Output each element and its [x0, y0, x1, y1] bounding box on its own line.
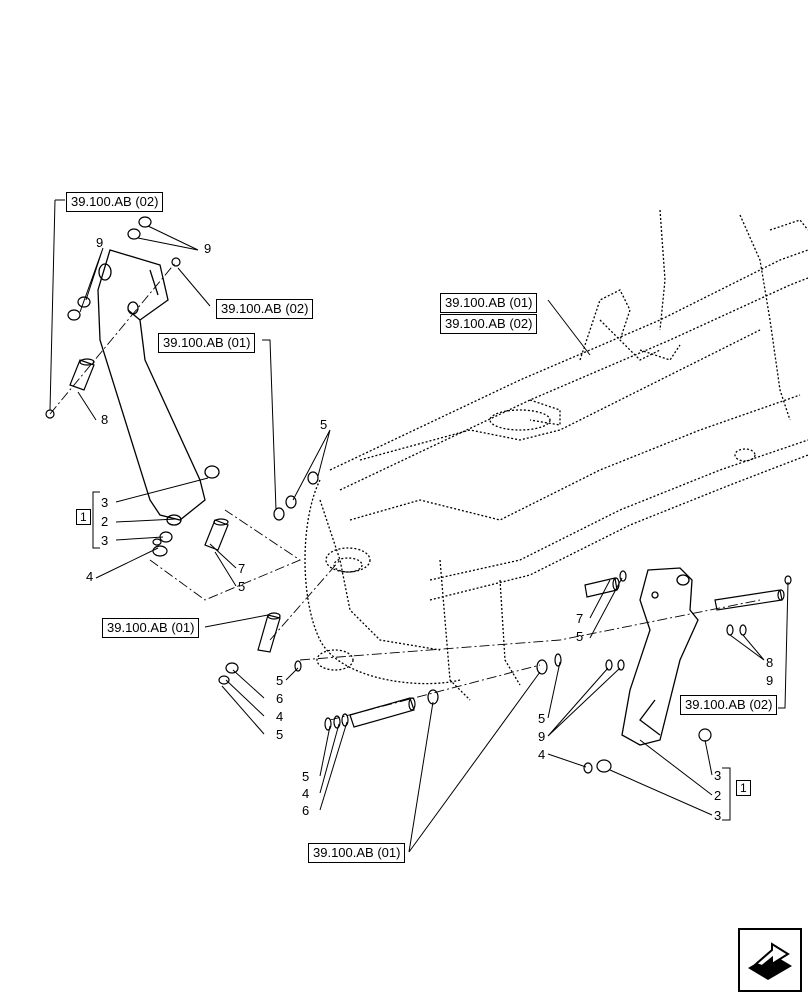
callout-4: 4 — [86, 569, 94, 584]
callout-4: 4 — [302, 786, 310, 801]
callout-5: 5 — [538, 711, 546, 726]
ref-box-left-bottom[interactable]: 39.100.AB (01) — [102, 618, 200, 638]
callout-8: 8 — [766, 655, 774, 670]
axis-lines — [49, 261, 761, 721]
callout-3: 3 — [101, 495, 109, 510]
right-arm — [621, 567, 699, 746]
callout-5: 5 — [276, 673, 284, 688]
callout-2: 2 — [101, 514, 109, 529]
pins-and-bushings — [45, 216, 792, 774]
ref-box-right-top-a[interactable]: 39.100.AB (01) — [440, 293, 538, 313]
ref-box-center-top[interactable]: 39.100.AB (01) — [158, 333, 256, 353]
ref-box-right-bottom[interactable]: 39.100.AB (02) — [680, 695, 778, 715]
callout-6: 6 — [302, 803, 310, 818]
callout-2: 2 — [714, 788, 722, 803]
callout-9: 9 — [766, 673, 774, 688]
ref-box-top-left[interactable]: 39.100.AB (02) — [66, 192, 164, 212]
callout-3: 3 — [101, 533, 109, 548]
assembly-label-right: 1 — [736, 780, 751, 796]
leader-lines — [49, 199, 789, 853]
callout-9: 9 — [204, 241, 212, 256]
callout-9: 9 — [538, 729, 546, 744]
assembly-label-left: 1 — [76, 509, 91, 525]
callout-9: 9 — [96, 235, 104, 250]
callout-8: 8 — [101, 412, 109, 427]
callout-7: 7 — [238, 561, 246, 576]
ref-box-bottom-center[interactable]: 39.100.AB (01) — [308, 843, 406, 863]
callout-5: 5 — [576, 629, 584, 644]
callout-5: 5 — [238, 579, 246, 594]
callout-5: 5 — [276, 727, 284, 742]
callout-4: 4 — [276, 709, 284, 724]
ref-box-right-top-b[interactable]: 39.100.AB (02) — [440, 314, 538, 334]
callout-3: 3 — [714, 768, 722, 783]
callout-6: 6 — [276, 691, 284, 706]
left-arm — [97, 249, 220, 526]
callout-7: 7 — [576, 611, 584, 626]
callout-5: 5 — [320, 417, 328, 432]
callout-3: 3 — [714, 808, 722, 823]
callout-5: 5 — [302, 769, 310, 784]
callout-4: 4 — [538, 747, 546, 762]
frame-outline — [304, 209, 808, 701]
ref-box-mid-left[interactable]: 39.100.AB (02) — [216, 299, 314, 319]
next-page-arrow-icon[interactable] — [738, 928, 802, 992]
